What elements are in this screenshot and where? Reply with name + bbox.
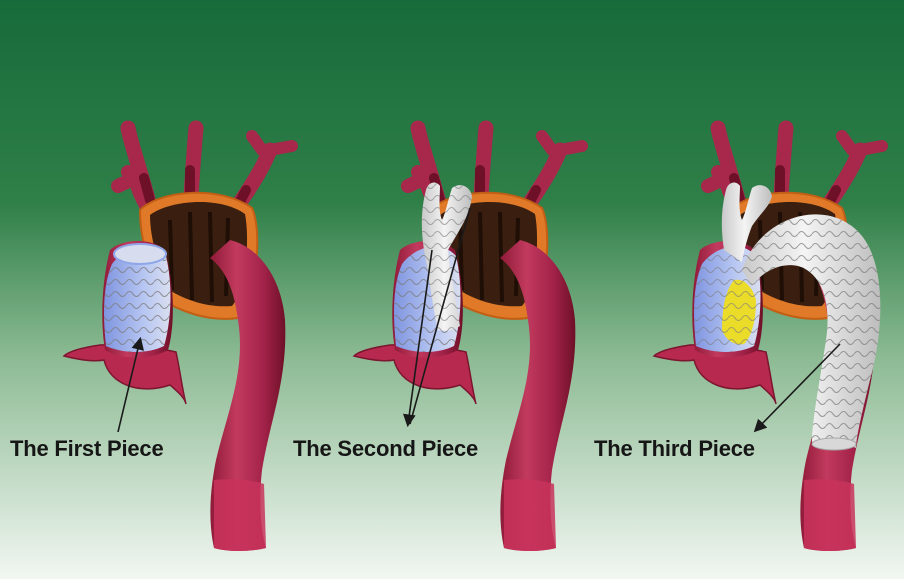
caption-first-piece: The First Piece xyxy=(10,436,164,462)
caption-second-piece: The Second Piece xyxy=(293,436,478,462)
caption-third-piece: The Third Piece xyxy=(594,436,755,462)
